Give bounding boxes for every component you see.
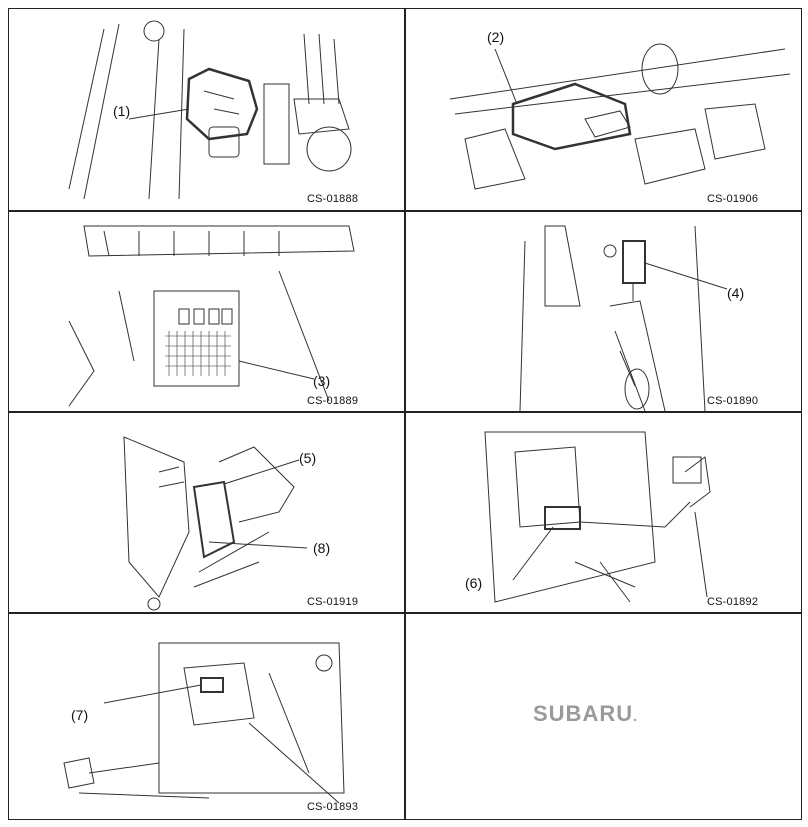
panel-logo: SUBARU. — [405, 613, 803, 819]
figure-grid: (1) CS-01888 (2) CS-01906 — [8, 8, 802, 820]
figure-code: CS-01892 — [707, 596, 759, 608]
grid-divider-row2 — [9, 411, 801, 413]
subaru-logo: SUBARU. — [533, 701, 638, 727]
figure-code: CS-01919 — [307, 596, 359, 608]
panel-cs-01893: (7) CS-01893 — [9, 613, 404, 819]
callout-label: (8) — [313, 540, 331, 556]
panel-cs-01889: (3) CS-01889 — [9, 211, 404, 412]
sensor-illustration — [519, 225, 728, 412]
grid-divider-row1 — [9, 210, 801, 212]
panel-cs-01890: (4) CS-01890 — [405, 211, 803, 412]
callout-label: (3) — [313, 373, 331, 389]
figure-code: CS-01893 — [307, 801, 359, 813]
grid-divider-vertical — [404, 9, 406, 819]
control-module-illustration — [449, 43, 791, 190]
figure-code: CS-01890 — [707, 395, 759, 407]
grid-divider-row3 — [9, 612, 801, 614]
figure-code: CS-01888 — [307, 193, 359, 205]
callout-label: (2) — [487, 29, 505, 45]
harness-connector-illustration — [123, 436, 308, 611]
panel-cs-01888: (1) CS-01888 — [9, 9, 404, 210]
callout-label: (6) — [465, 575, 483, 591]
bracket-connector-illustration — [484, 431, 711, 603]
callout-label: (1) — [113, 103, 131, 119]
engine-bay-illustration — [68, 20, 352, 200]
logo-mark: . — [633, 708, 639, 724]
panel-cs-01892: (6) CS-01892 — [405, 412, 803, 613]
callout-label: (7) — [71, 707, 89, 723]
fuse-box-illustration — [68, 225, 355, 407]
panel-cs-01906: (2) CS-01906 — [405, 9, 803, 210]
panel-cs-01919: (5) (8) CS-01919 — [9, 412, 404, 613]
callout-label: (4) — [727, 285, 745, 301]
housing-relay-illustration — [63, 642, 345, 804]
callout-label: (5) — [299, 450, 317, 466]
logo-text: SUBARU — [533, 701, 634, 726]
figure-code: CS-01889 — [307, 395, 359, 407]
figure-code: CS-01906 — [707, 193, 759, 205]
